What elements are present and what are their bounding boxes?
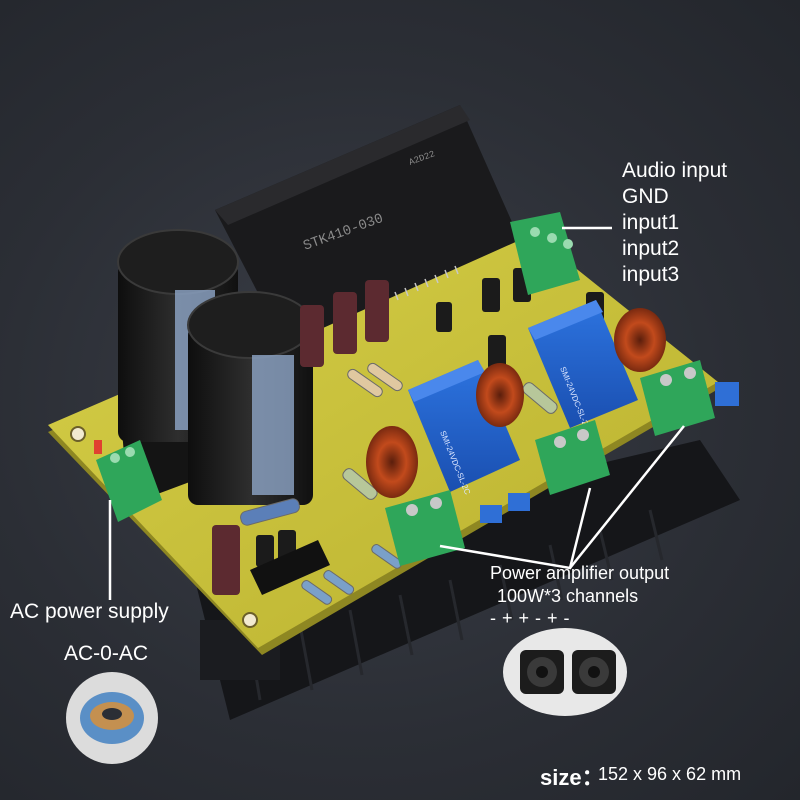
ac-power-terminal [94,440,162,522]
filter-capacitor-right [187,291,313,505]
small-capacitors [212,268,604,595]
ac-power-supply-label: AC power supply [10,600,169,623]
callout-lines [108,226,685,600]
gnd-label: GND [622,185,669,208]
ac-type-label: AC-0-AC [64,642,149,665]
relay-left: SMI-24VDC-SL-2C [408,360,520,496]
stk-power-module: STK410-030 A2D22 [215,105,520,345]
driver-ic [250,540,330,595]
audio-input-labels: Audio input GND input1 input2 input3 [622,158,727,288]
size-value: 152 x 96 x 62 mm [598,764,742,784]
input1-label: input1 [622,211,680,234]
relay-right: SMI-24VDC-SL-2C [528,300,638,432]
audio-input-terminal [510,212,580,295]
input2-label: input2 [622,237,680,260]
blue-capacitors [480,382,739,523]
output-title-label: Power amplifier output [490,563,670,583]
output-polarity-label: - + + - + - [490,608,571,628]
size-label: size： [540,765,604,790]
resistors [240,362,558,605]
input3-label: input3 [622,263,680,286]
output-subtitle-label: 100W*3 channels [497,586,639,606]
speaker-icon [503,628,627,716]
toroidal-transformer-icon [66,672,158,764]
audio-input-label: Audio input [622,159,728,182]
output-coils [366,308,666,498]
